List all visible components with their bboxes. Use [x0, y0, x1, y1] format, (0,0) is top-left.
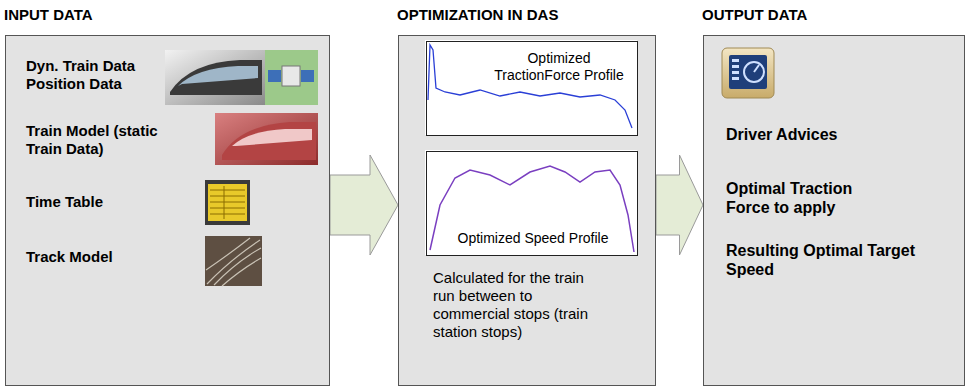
text-holder: Driver Advices	[726, 125, 946, 144]
column-heading: OUTPUT DATA	[702, 6, 971, 24]
text-holder: OPTIMIZATION IN DAS	[397, 6, 697, 24]
speed-chart-box: Optimized Speed Profile	[426, 151, 638, 256]
input-label: Train Model (static Train Data)	[26, 122, 176, 158]
text-holder: Track Model	[26, 248, 176, 266]
traction-chart-box: Optimized TractionForce Profile	[426, 41, 638, 136]
optimization-panel: Optimized TractionForce ProfileOptimized…	[398, 35, 656, 386]
text-holder: Dyn. Train Data Position Data	[26, 57, 166, 93]
output-label: Resulting Optimal Target Speed	[726, 241, 941, 279]
panel-ground	[703, 35, 965, 386]
output-panel: OUTPUT DATADriver AdvicesOptimal Tractio…	[703, 35, 965, 386]
chart-ground	[425, 150, 637, 255]
chart-title: Optimized TractionForce Profile	[483, 50, 635, 84]
text-holder: Optimized Speed Profile	[447, 230, 619, 247]
chart-ground	[425, 40, 637, 135]
text-holder: Calculated for the train run between to …	[433, 269, 598, 341]
track-picture	[205, 236, 262, 286]
text-holder: Train Model (static Train Data)	[26, 122, 176, 158]
output-label: Driver Advices	[726, 125, 946, 144]
speed-curve	[430, 166, 634, 252]
text-holder: Resulting Optimal Target Speed	[726, 241, 941, 279]
note-text: Calculated for the train run between to …	[433, 269, 598, 341]
text-holder: OUTPUT DATA	[702, 6, 971, 24]
column-heading: INPUT DATA	[4, 6, 304, 24]
input-label: Track Model	[26, 248, 176, 266]
text-holder: INPUT DATA	[4, 6, 304, 24]
chart-title: Optimized Speed Profile	[447, 230, 619, 247]
input-label: Dyn. Train Data Position Data	[26, 57, 166, 93]
text-holder: Time Table	[26, 193, 176, 211]
input-label: Time Table	[26, 193, 176, 211]
timetable-picture	[205, 180, 250, 225]
text-holder: Optimized TractionForce Profile	[483, 50, 635, 84]
text-holder: Optimal Traction Force to apply	[726, 179, 891, 217]
panel-ground	[398, 35, 656, 386]
train-position-picture	[165, 50, 318, 105]
output-label: Optimal Traction Force to apply	[726, 179, 891, 217]
input-panel: INPUT DATADyn. Train Data Position DataT…	[5, 35, 330, 386]
column-heading: OPTIMIZATION IN DAS	[397, 6, 697, 24]
driver-display-icon	[722, 48, 774, 98]
flow-arrow	[656, 155, 703, 255]
flow-arrow	[330, 155, 398, 255]
panel-ground	[5, 35, 330, 386]
train-model-picture	[215, 113, 318, 165]
